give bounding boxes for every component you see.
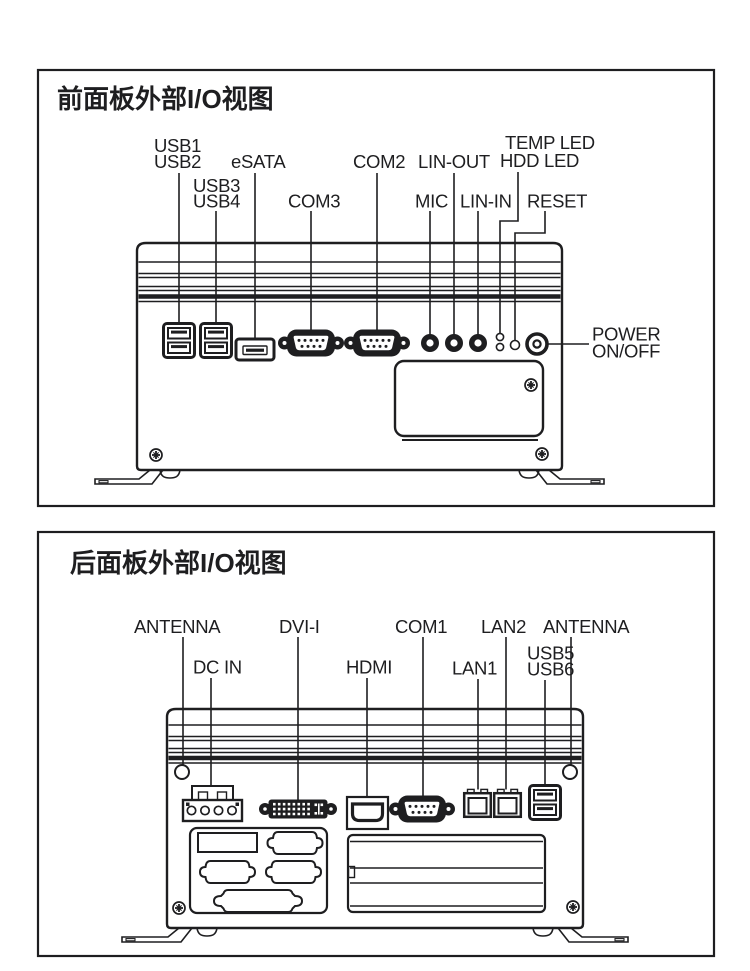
rear-panel-title: 后面板外部I/O视图 xyxy=(70,548,287,578)
db25-knockout xyxy=(213,889,303,913)
label-esata: eSATA xyxy=(231,151,286,172)
front-chassis-drawing xyxy=(94,241,605,485)
label-power: POWER xyxy=(592,324,660,345)
dc-in-connector xyxy=(181,785,244,823)
label-com1: COM1 xyxy=(395,616,447,637)
com3-port xyxy=(278,329,344,357)
label-usb4: USB4 xyxy=(193,191,240,212)
label-reset: RESET xyxy=(527,191,587,212)
label-usb1: USB1 xyxy=(154,135,201,156)
com1-port xyxy=(389,795,455,823)
label-hdd-led: HDD LED xyxy=(500,150,579,171)
rear-bottom-left-screw xyxy=(172,901,186,915)
lin-out-jack xyxy=(448,337,461,350)
label-dvi-i: DVI-I xyxy=(279,616,320,637)
label-dc-in: DC IN xyxy=(193,657,242,678)
usb5-usb6-ports xyxy=(528,784,562,821)
temp-led xyxy=(495,332,505,342)
label-lan1: LAN1 xyxy=(452,658,497,679)
front-panel-title: 前面板外部I/O视图 xyxy=(57,84,274,114)
io-knockout-plate xyxy=(188,826,329,915)
access-hatch xyxy=(393,359,545,441)
label-com3: COM3 xyxy=(288,191,340,212)
esata-port xyxy=(234,337,276,362)
front-right-mount-bracket xyxy=(535,469,605,485)
label-on-off: ON/OFF xyxy=(592,341,660,362)
label-usb5: USB5 xyxy=(527,643,574,664)
rear-left-rubber-foot xyxy=(196,927,218,937)
front-bottom-left-screw xyxy=(149,448,163,462)
antenna-hole-right xyxy=(562,764,578,780)
db9-knockout-1 xyxy=(266,831,324,855)
rear-port-labels: ANTENNA DC IN DVI-I HDMI COM1 LAN1 LAN2 … xyxy=(134,616,631,680)
com2-port xyxy=(344,329,410,357)
lan1-port xyxy=(462,788,493,819)
label-usb3: USB3 xyxy=(193,175,240,196)
expansion-slot-covers xyxy=(346,833,547,914)
db9-knockout-2 xyxy=(199,860,256,884)
label-antenna-right: ANTENNA xyxy=(543,616,630,637)
usb1-usb2-ports xyxy=(162,322,196,359)
label-mic: MIC xyxy=(415,191,448,212)
front-bottom-right-screw xyxy=(535,447,549,461)
front-panel-figure: 前面板外部I/O视图 xyxy=(36,68,716,508)
label-usb6: USB6 xyxy=(527,659,574,680)
dvi-i-connector xyxy=(259,799,337,819)
label-temp-led: TEMP LED xyxy=(505,132,595,153)
rect-knockout xyxy=(197,832,258,853)
front-left-rubber-foot xyxy=(159,469,181,479)
power-button xyxy=(525,332,549,356)
db9-knockout-3 xyxy=(265,860,322,884)
label-lan2: LAN2 xyxy=(481,616,526,637)
rear-panel-frame xyxy=(36,530,716,958)
rear-leader-lines xyxy=(182,637,572,800)
usb3-usb4-ports xyxy=(199,322,233,359)
label-usb2: USB2 xyxy=(154,151,201,172)
front-right-rubber-foot xyxy=(518,469,540,479)
rear-right-mount-bracket xyxy=(557,927,629,943)
rear-right-rubber-foot xyxy=(532,927,554,937)
rear-left-mount-bracket xyxy=(121,927,193,943)
rear-chassis-drawing xyxy=(121,707,629,943)
label-com2: COM2 xyxy=(353,151,405,172)
label-hdmi: HDMI xyxy=(346,657,392,678)
hatch-screw xyxy=(524,378,538,392)
reset-button xyxy=(509,339,521,351)
front-panel-frame xyxy=(36,68,716,508)
hdd-led xyxy=(495,342,505,352)
antenna-hole-left xyxy=(174,764,190,780)
lin-in-jack xyxy=(472,337,485,350)
rear-panel-figure: 后面板外部I/O视图 xyxy=(36,530,716,958)
front-port-labels: USB1 USB2 USB3 USB4 eSATA COM3 COM2 LIN-… xyxy=(154,132,661,362)
label-lin-out: LIN-OUT xyxy=(418,151,490,172)
label-antenna-left: ANTENNA xyxy=(134,616,221,637)
mic-jack xyxy=(424,337,437,350)
hdmi-connector xyxy=(345,795,390,831)
lan2-port xyxy=(492,788,523,819)
rear-bottom-right-screw xyxy=(566,900,580,914)
front-left-mount-bracket xyxy=(94,469,164,485)
label-lin-in: LIN-IN xyxy=(460,191,512,212)
front-leader-lines xyxy=(178,172,589,345)
